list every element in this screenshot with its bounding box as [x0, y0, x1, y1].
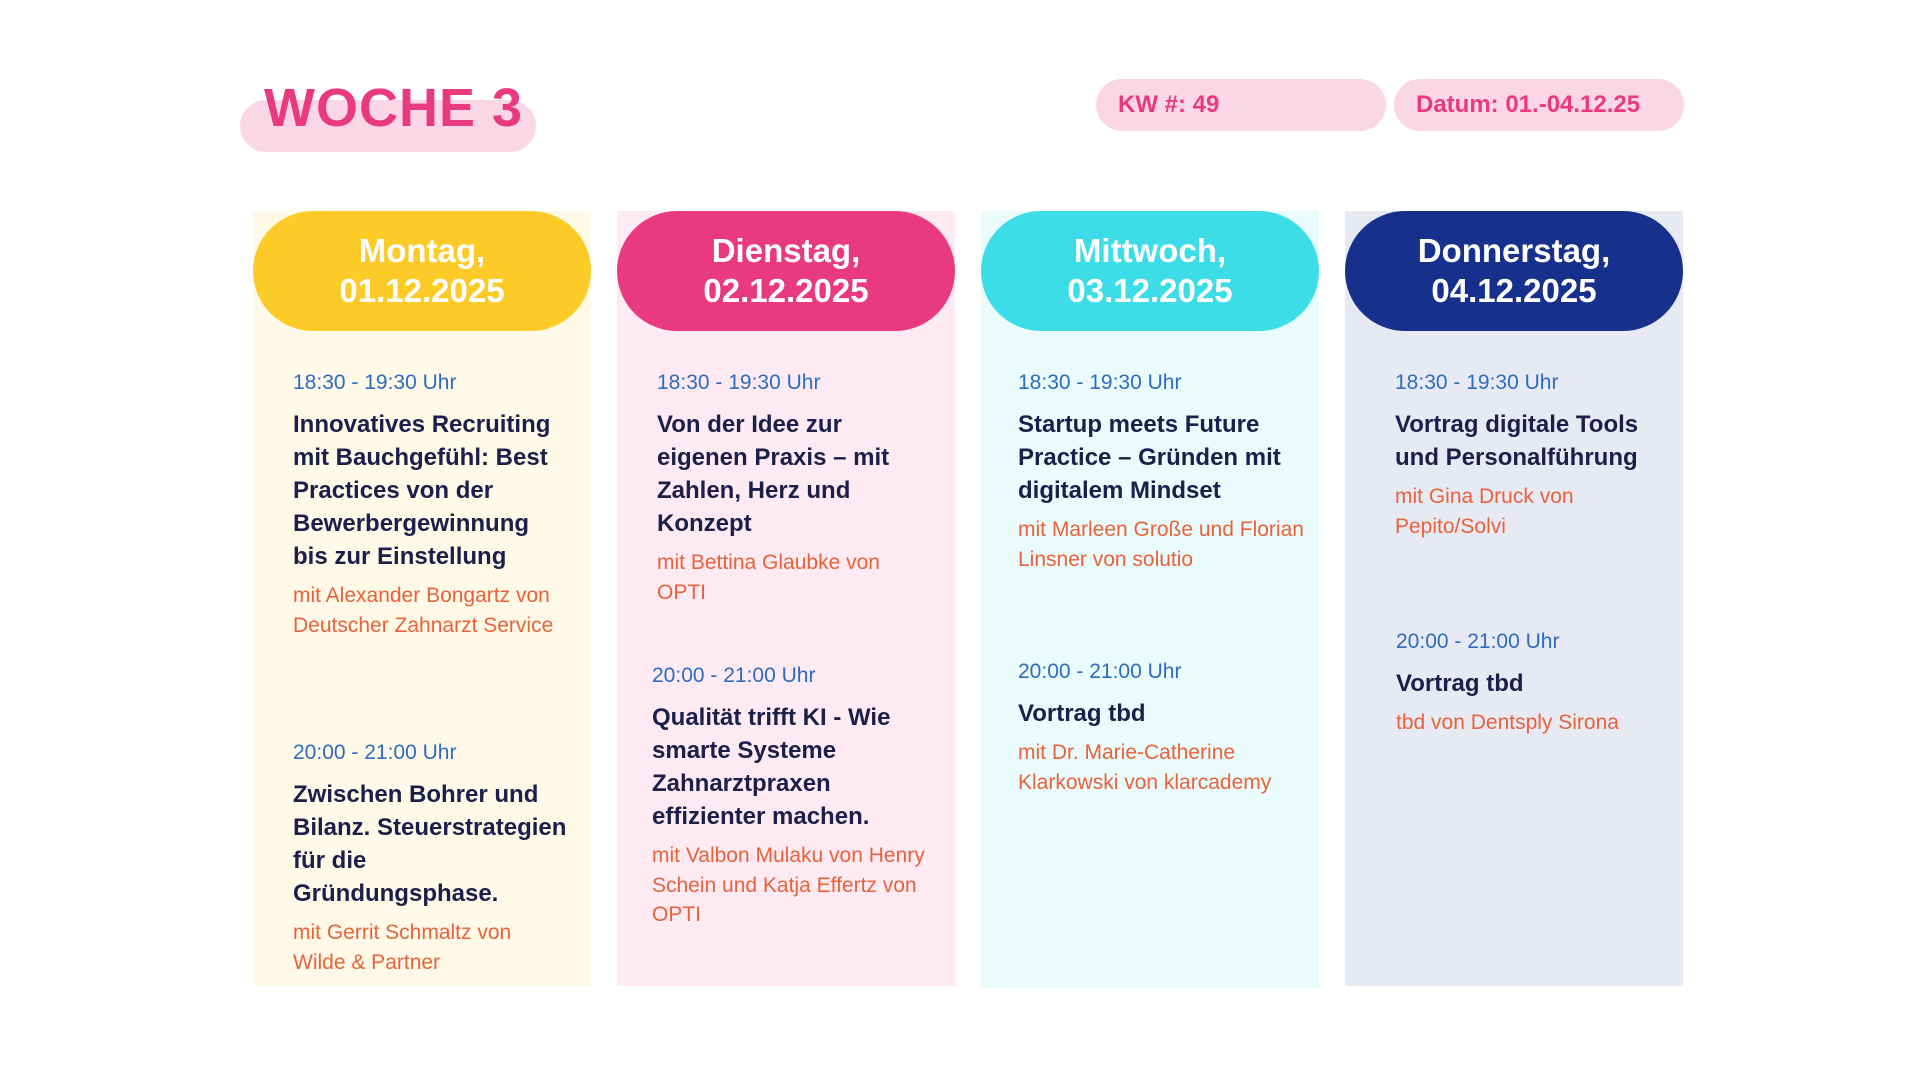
event-item: 18:30 - 19:30 Uhr Vortrag digitale Tools…	[1395, 370, 1670, 541]
day-column-montag: Montag, 01.12.2025 18:30 - 19:30 Uhr Inn…	[253, 211, 591, 986]
event-speaker: mit Marleen Große und Florian Linsner vo…	[1018, 518, 1304, 571]
event-speaker: mit Gina Druck von Pepito/Solvi	[1395, 485, 1574, 538]
event-title: Vortrag digitale Tools und Personalführu…	[1395, 411, 1639, 471]
day-header-montag: Montag, 01.12.2025	[253, 211, 591, 331]
event-item: 18:30 - 19:30 Uhr Innovatives Recruiting…	[293, 370, 568, 640]
event-item: 20:00 - 21:00 Uhr Vortrag tbd mit Dr. Ma…	[1018, 659, 1308, 797]
event-item: 18:30 - 19:30 Uhr Von der Idee zur eigen…	[657, 370, 932, 607]
event-item: 20:00 - 21:00 Uhr Zwischen Bohrer und Bi…	[293, 740, 568, 977]
event-speaker: mit Dr. Marie-Catherine Klarkowski von k…	[1018, 741, 1272, 794]
day-header-dienstag: Dienstag, 02.12.2025	[617, 211, 955, 331]
event-time: 20:00 - 21:00 Uhr	[652, 664, 816, 687]
event-speaker: tbd von Dentsply Sirona	[1396, 711, 1619, 734]
event-time: 18:30 - 19:30 Uhr	[293, 371, 457, 394]
day-column-mittwoch: Mittwoch, 03.12.2025 18:30 - 19:30 Uhr S…	[981, 211, 1319, 988]
event-title: Vortrag tbd	[1396, 670, 1524, 697]
day-date: 01.12.2025	[339, 272, 505, 309]
event-time: 18:30 - 19:30 Uhr	[1395, 371, 1559, 394]
day-column-background	[617, 211, 955, 986]
week-title-highlight	[240, 100, 536, 152]
event-time: 20:00 - 21:00 Uhr	[1018, 660, 1182, 683]
day-header-donnerstag: Donnerstag, 04.12.2025	[1345, 211, 1683, 331]
event-speaker: mit Bettina Glaubke von OPTI	[657, 551, 880, 604]
day-date: 02.12.2025	[703, 272, 869, 309]
event-item: 20:00 - 21:00 Uhr Qualität trifft KI - W…	[652, 663, 927, 930]
day-column-background	[981, 211, 1319, 988]
day-column-background	[1345, 211, 1683, 986]
day-column-background	[253, 211, 591, 986]
day-date: 04.12.2025	[1431, 272, 1597, 309]
event-title: Qualität trifft KI - Wie smarte Systeme …	[652, 704, 891, 830]
event-title: Innovatives Recruiting mit Bauchgefühl: …	[293, 411, 551, 570]
day-column-dienstag: Dienstag, 02.12.2025 18:30 - 19:30 Uhr V…	[617, 211, 955, 986]
event-speaker: mit Gerrit Schmaltz von Wilde & Partner	[293, 921, 512, 974]
day-name: Montag,	[358, 232, 486, 269]
day-name: Donnerstag,	[1417, 232, 1611, 269]
week-title-text: WOCHE 3	[264, 78, 524, 138]
day-column-donnerstag: Donnerstag, 04.12.2025 18:30 - 19:30 Uhr…	[1345, 211, 1683, 986]
event-title: Von der Idee zur eigenen Praxis – mit Za…	[657, 411, 890, 537]
event-item: 18:30 - 19:30 Uhr Startup meets Future P…	[1018, 370, 1308, 574]
day-header-mittwoch: Mittwoch, 03.12.2025	[981, 211, 1319, 331]
event-time: 18:30 - 19:30 Uhr	[657, 371, 821, 394]
event-speaker: mit Valbon Mulaku von Henry Schein und K…	[652, 844, 925, 926]
event-item: 20:00 - 21:00 Uhr Vortrag tbd tbd von De…	[1396, 629, 1671, 738]
event-title: Vortrag tbd	[1018, 700, 1146, 727]
event-speaker: mit Alexander Bongartz von Deutscher Zah…	[293, 584, 554, 637]
event-time: 20:00 - 21:00 Uhr	[1396, 630, 1560, 653]
day-date: 03.12.2025	[1067, 272, 1233, 309]
week-title: WOCHE 3	[240, 76, 536, 152]
event-time: 18:30 - 19:30 Uhr	[1018, 371, 1182, 394]
event-title: Startup meets Future Practice – Gründen …	[1018, 411, 1281, 504]
day-name: Mittwoch,	[1073, 232, 1227, 269]
calendar-week-badge: KW #: 49	[1096, 79, 1386, 131]
event-time: 20:00 - 21:00 Uhr	[293, 741, 457, 764]
day-name: Dienstag,	[711, 232, 861, 269]
date-range-badge: Datum: 01.-04.12.25	[1394, 79, 1684, 131]
event-title: Zwischen Bohrer und Bilanz. Steuerstrate…	[293, 781, 567, 907]
